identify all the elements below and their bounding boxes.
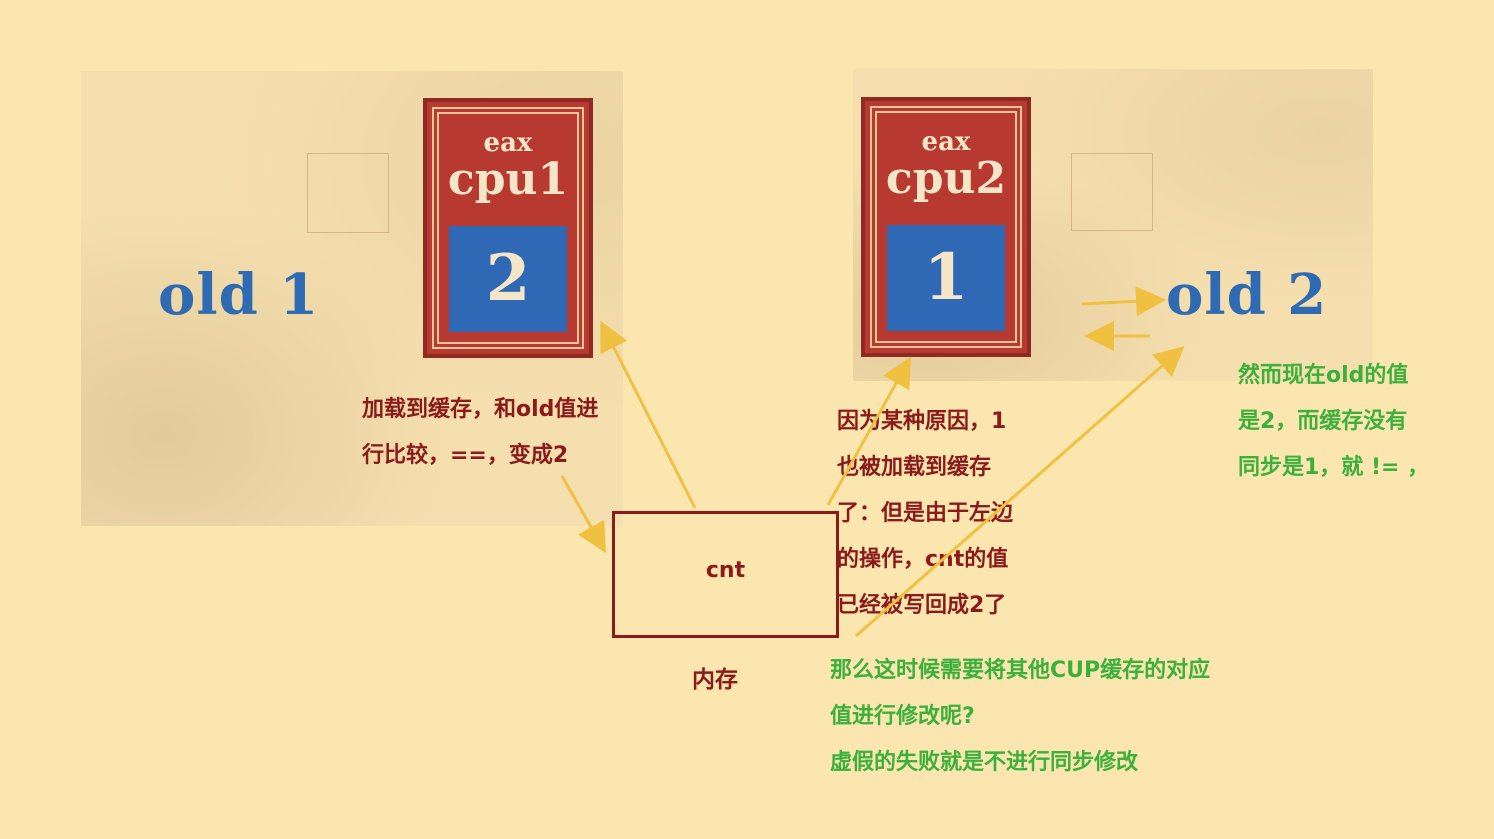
cpu1-card: eax cpu1 2 — [423, 98, 593, 358]
left-note-line: 加载到缓存，和old值进 — [362, 397, 599, 422]
cpu2-register: eax — [921, 127, 971, 157]
arrow-note-to-memory — [560, 475, 606, 554]
cpu1-name: cpu1 — [447, 154, 569, 205]
center-note-line: 也被加载到缓存 — [837, 455, 992, 480]
arrow-memory-to-cpu1 — [600, 320, 697, 509]
cpu1-value: 2 — [449, 226, 567, 332]
arrow-cpu2-to-old2 — [1081, 286, 1166, 317]
left-note-line: 行比较，==，变成2 — [362, 443, 569, 468]
arrow-memory-to-old2 — [855, 346, 1185, 638]
bottom-note-line: 值进行修改呢? — [830, 704, 975, 729]
cpu2-name: cpu2 — [885, 153, 1007, 204]
right-note-line: 是2，而缓存没有 — [1238, 409, 1408, 434]
right-note-line: 同步是1，就 != ， — [1238, 455, 1430, 480]
bottom-note-line: 虚假的失败就是不进行同步修改 — [830, 750, 1139, 775]
cpu2-value: 1 — [887, 225, 1005, 331]
left-note: 加载到缓存，和old值进 行比较，==，变成2 — [362, 387, 598, 479]
old-1-label: old 1 — [158, 262, 320, 328]
left-ghost-box — [307, 153, 389, 233]
old-2-label: old 2 — [1166, 262, 1328, 328]
bottom-note-line: 那么这时候需要将其他CUP缓存的对应 — [830, 658, 1211, 683]
memory-box: cnt — [612, 511, 839, 638]
center-note-line: 的操作，cnt的值 — [837, 547, 1009, 572]
right-ghost-box — [1071, 153, 1153, 231]
right-note-line: 然而现在old的值 — [1238, 363, 1409, 388]
right-note: 然而现在old的值 是2，而缓存没有 同步是1，就 != ， — [1238, 353, 1429, 491]
center-note-line: 因为某种原因，1 — [837, 409, 1007, 434]
memory-label: 内存 — [692, 667, 738, 693]
memory-variable: cnt — [705, 558, 746, 583]
cpu2-card: eax cpu2 1 — [861, 97, 1031, 357]
arrow-memory-to-cpu2 — [826, 356, 911, 506]
cpu1-register: eax — [483, 128, 533, 158]
bottom-note: 那么这时候需要将其他CUP缓存的对应 值进行修改呢? 虚假的失败就是不进行同步修… — [830, 648, 1210, 786]
center-note-line: 已经被写回成2了 — [837, 593, 1007, 618]
